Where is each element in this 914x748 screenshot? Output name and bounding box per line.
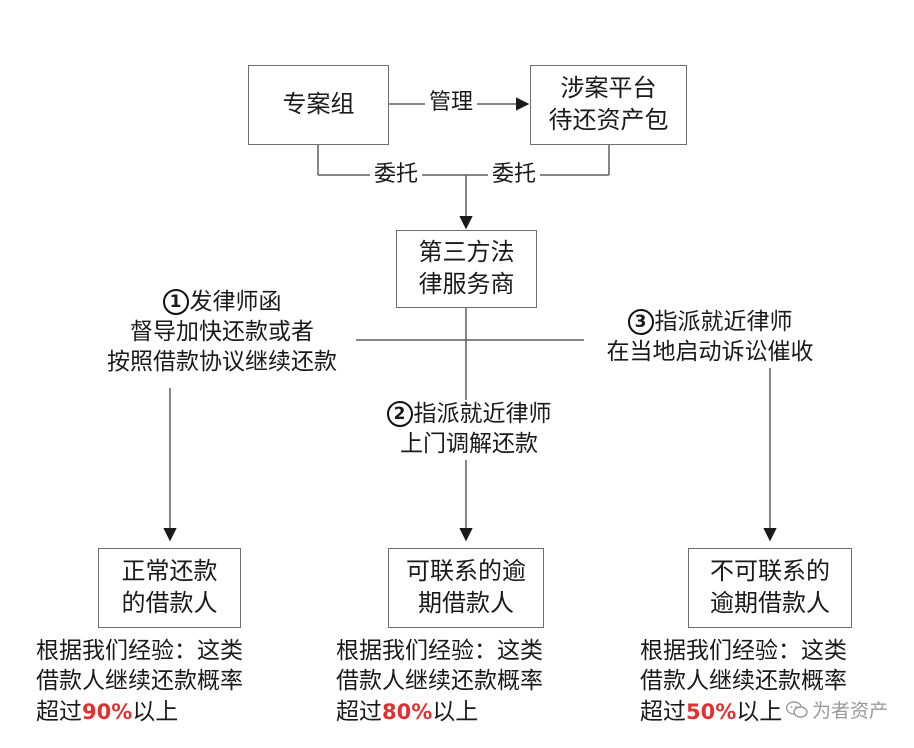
task-force-label: 专案组: [282, 90, 355, 119]
outcome-2-line2: 借款人继续还款概率: [336, 668, 543, 695]
task-force-box: 专案组: [248, 65, 389, 145]
entrust-right-label: 委托: [488, 162, 541, 189]
legal-service-provider-box: 第三方法 律服务商: [396, 230, 537, 308]
outcome-1-line2: 借款人继续还款概率: [36, 668, 243, 695]
outcome-3-line1: 根据我们经验：这类: [640, 638, 847, 664]
unreachable-overdue-borrower-box: 不可联系的 逾期借款人: [688, 548, 852, 628]
outcome-1-pre: 超过: [36, 698, 82, 725]
step-3-number-icon: 3: [627, 309, 654, 336]
legal-label-line1: 第三方法: [418, 238, 515, 267]
step-1-line3: 按照借款协议继续还款: [107, 348, 337, 375]
step-1-line1: 发律师函: [189, 289, 282, 315]
outcome-3-line2: 借款人继续还款概率: [640, 668, 847, 695]
outcome-note-normal: 根据我们经验：这类 借款人继续还款概率 超过90%以上: [36, 636, 243, 727]
outcome-2-percentage: 80%: [382, 699, 433, 724]
reachable-label-line1: 可联系的逾: [406, 557, 526, 586]
entrust-left-label: 委托: [370, 162, 423, 189]
reachable-label-line2: 期借款人: [418, 589, 514, 617]
step-3-line2: 在当地启动诉讼催收: [606, 338, 814, 365]
outcome-3-percentage: 50%: [686, 699, 737, 724]
outcome-2-pre: 超过: [336, 698, 382, 725]
watermark: 为者资产: [786, 696, 888, 723]
legal-label-line2: 律服务商: [418, 270, 515, 298]
manage-edge-label: 管理: [425, 90, 478, 117]
platform-asset-box: 涉案平台 待还资产包: [530, 65, 687, 145]
outcome-1-line1: 根据我们经验：这类: [36, 638, 243, 664]
platform-label-line2: 待还资产包: [548, 106, 669, 134]
outcome-2-line1: 根据我们经验：这类: [336, 638, 543, 664]
step-1-number-icon: 1: [162, 289, 189, 316]
step-2-line1: 指派就近律师: [413, 401, 552, 427]
normal-label-line1: 正常还款: [121, 557, 218, 586]
reachable-overdue-borrower-box: 可联系的逾 期借款人: [388, 548, 544, 628]
unreachable-label-line1: 不可联系的: [710, 557, 830, 586]
step-1-line2: 督导加快还款或者: [130, 318, 314, 345]
normal-borrower-box: 正常还款 的借款人: [98, 548, 241, 628]
watermark-text: 为者资产: [812, 700, 889, 722]
step-2-number-icon: 2: [386, 401, 413, 428]
unreachable-label-line2: 逾期借款人: [710, 589, 830, 617]
outcome-2-post: 以上: [432, 698, 479, 725]
step-3-line1: 指派就近律师: [654, 309, 793, 335]
outcome-note-reachable: 根据我们经验：这类 借款人继续还款概率 超过80%以上: [336, 636, 543, 727]
outcome-3-post: 以上: [736, 698, 783, 725]
outcome-3-pre: 超过: [640, 698, 686, 725]
outcome-note-unreachable: 根据我们经验：这类 借款人继续还款概率 超过50%以上: [640, 636, 847, 727]
platform-label-line1: 涉案平台: [560, 74, 657, 103]
step-2-line2: 上门调解还款: [400, 430, 538, 457]
normal-label-line2: 的借款人: [121, 589, 218, 617]
outcome-1-post: 以上: [132, 698, 179, 725]
outcome-1-percentage: 90%: [82, 699, 133, 724]
wechat-icon: [786, 700, 808, 718]
